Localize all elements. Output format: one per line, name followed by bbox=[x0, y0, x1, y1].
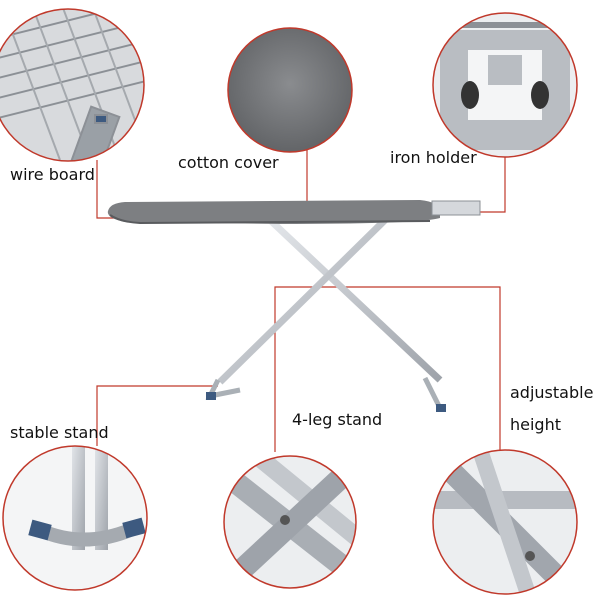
four-leg-stand-detail bbox=[223, 455, 357, 589]
ironing-board bbox=[107, 200, 481, 412]
cotton-cover-detail bbox=[227, 27, 353, 153]
wire-board-detail bbox=[0, 8, 145, 162]
adjustable-height-detail bbox=[432, 449, 578, 595]
label-adjustable: adjustable bbox=[510, 383, 594, 402]
stable-stand-detail bbox=[2, 445, 148, 591]
label-wire-board: wire board bbox=[10, 165, 95, 184]
label-4-leg-stand: 4-leg stand bbox=[292, 410, 383, 429]
label-cotton-cover: cotton cover bbox=[178, 153, 279, 172]
label-iron-holder: iron holder bbox=[390, 148, 477, 167]
iron-holder-detail bbox=[432, 12, 578, 158]
callout-lines bbox=[96, 150, 506, 452]
label-height: height bbox=[510, 415, 561, 434]
label-stable-stand: stable stand bbox=[10, 423, 109, 442]
